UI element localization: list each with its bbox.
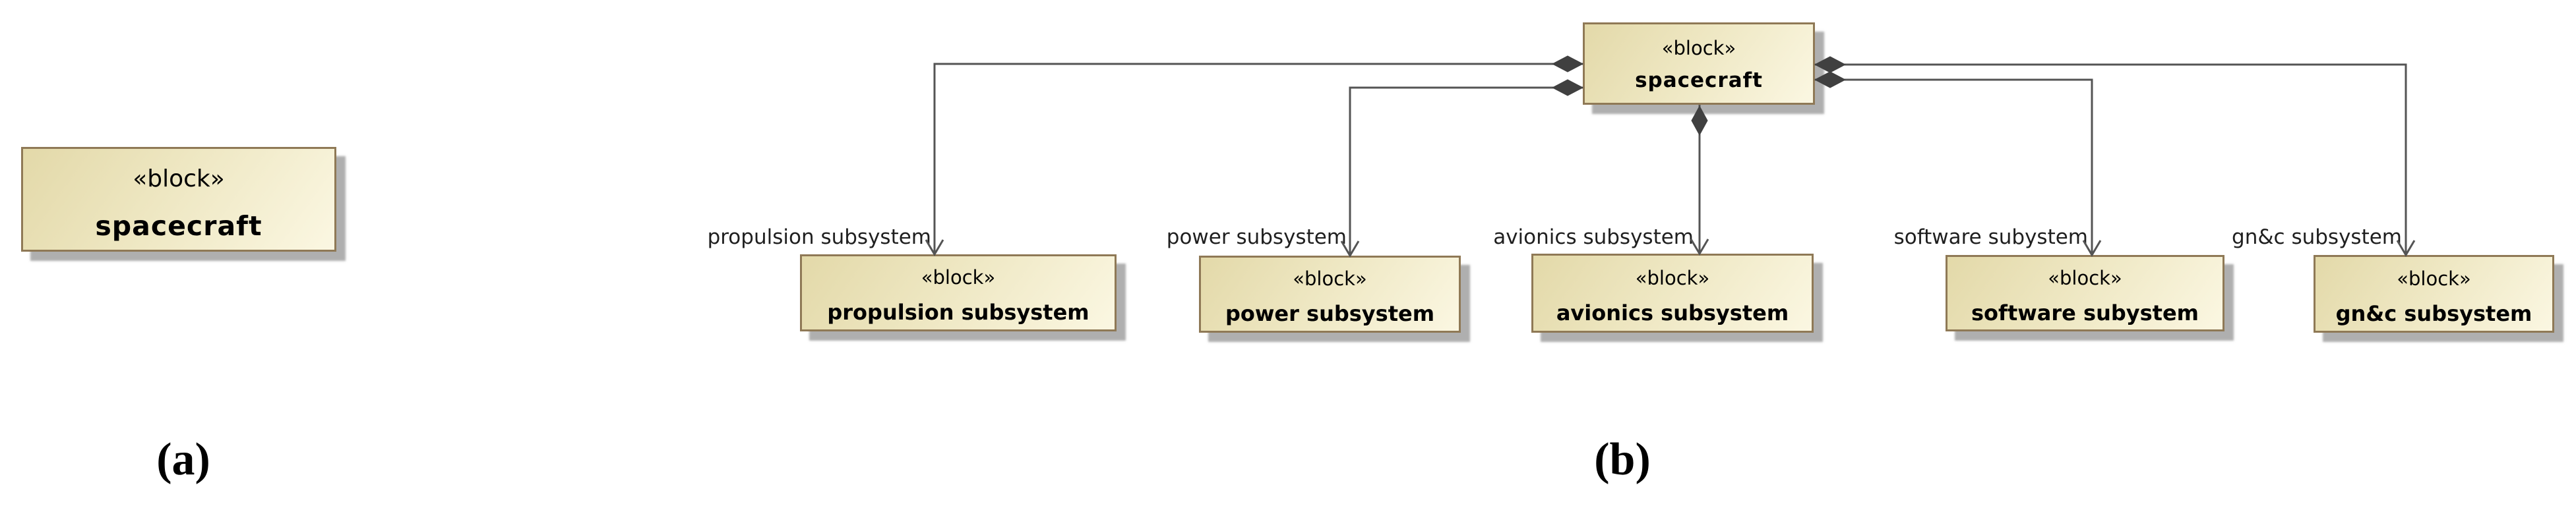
- caption-a: (a): [156, 434, 210, 485]
- block-name: spacecraft: [95, 210, 262, 242]
- block-name: gn&c subsystem: [2335, 300, 2532, 326]
- block-stereotype: «block»: [1635, 266, 1710, 289]
- composition-diamond-icon: [1814, 56, 1847, 73]
- composition-diamond-icon: [1551, 55, 1584, 72]
- block-avionics-subsystem: «block» avionics subsystem: [1531, 254, 1814, 333]
- composition-diamond-icon: [1691, 105, 1708, 136]
- block-stereotype: «block»: [2397, 267, 2471, 290]
- connector-propulsion: [925, 55, 1584, 256]
- block-name: software subystem: [1971, 300, 2199, 325]
- block-power-subsystem: «block» power subsystem: [1199, 256, 1461, 333]
- block-name: spacecraft: [1635, 68, 1763, 92]
- connector-line: [933, 63, 1583, 252]
- block-stereotype: «block»: [133, 165, 225, 192]
- block-stereotype: «block»: [2048, 266, 2122, 289]
- block-stereotype: «block»: [1661, 36, 1736, 59]
- role-label-gnc: gn&c subsystem: [2232, 225, 2402, 249]
- block-spacecraft-a: «block» spacecraft: [21, 147, 336, 252]
- block-propulsion-subsystem: «block» propulsion subsystem: [800, 254, 1117, 331]
- role-label-power: power subsystem: [1166, 225, 1347, 249]
- role-label-software: software subystem: [1893, 225, 2088, 249]
- composition-diamond-icon: [1814, 71, 1847, 88]
- block-name: avionics subsystem: [1556, 300, 1789, 325]
- block-spacecraft-b: «block» spacecraft: [1583, 22, 1815, 105]
- block-gnc-subsystem: «block» gn&c subsystem: [2314, 255, 2554, 333]
- block-stereotype: «block»: [1293, 267, 1367, 290]
- block-software-subsystem: «block» software subystem: [1946, 255, 2224, 331]
- role-label-propulsion: propulsion subsystem: [707, 225, 931, 249]
- block-name: power subsystem: [1225, 301, 1435, 326]
- block-name: propulsion subsystem: [827, 300, 1089, 325]
- caption-b: (b): [1594, 434, 1651, 485]
- block-stereotype: «block»: [921, 266, 996, 289]
- role-label-avionics: avionics subsystem: [1493, 225, 1694, 249]
- composition-diamond-icon: [1551, 79, 1584, 96]
